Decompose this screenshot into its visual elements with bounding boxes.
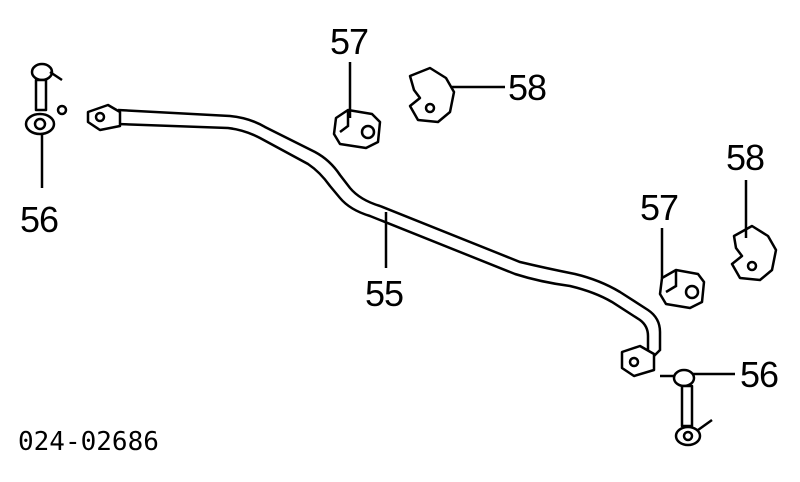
bushing-57-upper bbox=[332, 108, 382, 150]
stabilizer-link-56-right bbox=[660, 368, 713, 447]
callout-56-left: 56 bbox=[20, 199, 58, 240]
callout-56-right: 56 bbox=[740, 354, 778, 395]
callout-58-right: 58 bbox=[726, 137, 764, 178]
callout-58-upper: 58 bbox=[508, 67, 546, 108]
drawing-code: 024-02686 bbox=[18, 427, 159, 457]
callout-57-lower: 57 bbox=[640, 187, 678, 228]
bushing-57-lower bbox=[658, 268, 706, 310]
bracket-58-right bbox=[730, 224, 778, 282]
stabilizer-link-56-left bbox=[24, 62, 68, 136]
callout-55: 55 bbox=[365, 273, 403, 314]
bracket-58-upper bbox=[408, 66, 456, 124]
leader-lines bbox=[40, 62, 748, 376]
stabilizer-bar-55 bbox=[86, 103, 662, 378]
callout-57-upper: 57 bbox=[330, 21, 368, 62]
